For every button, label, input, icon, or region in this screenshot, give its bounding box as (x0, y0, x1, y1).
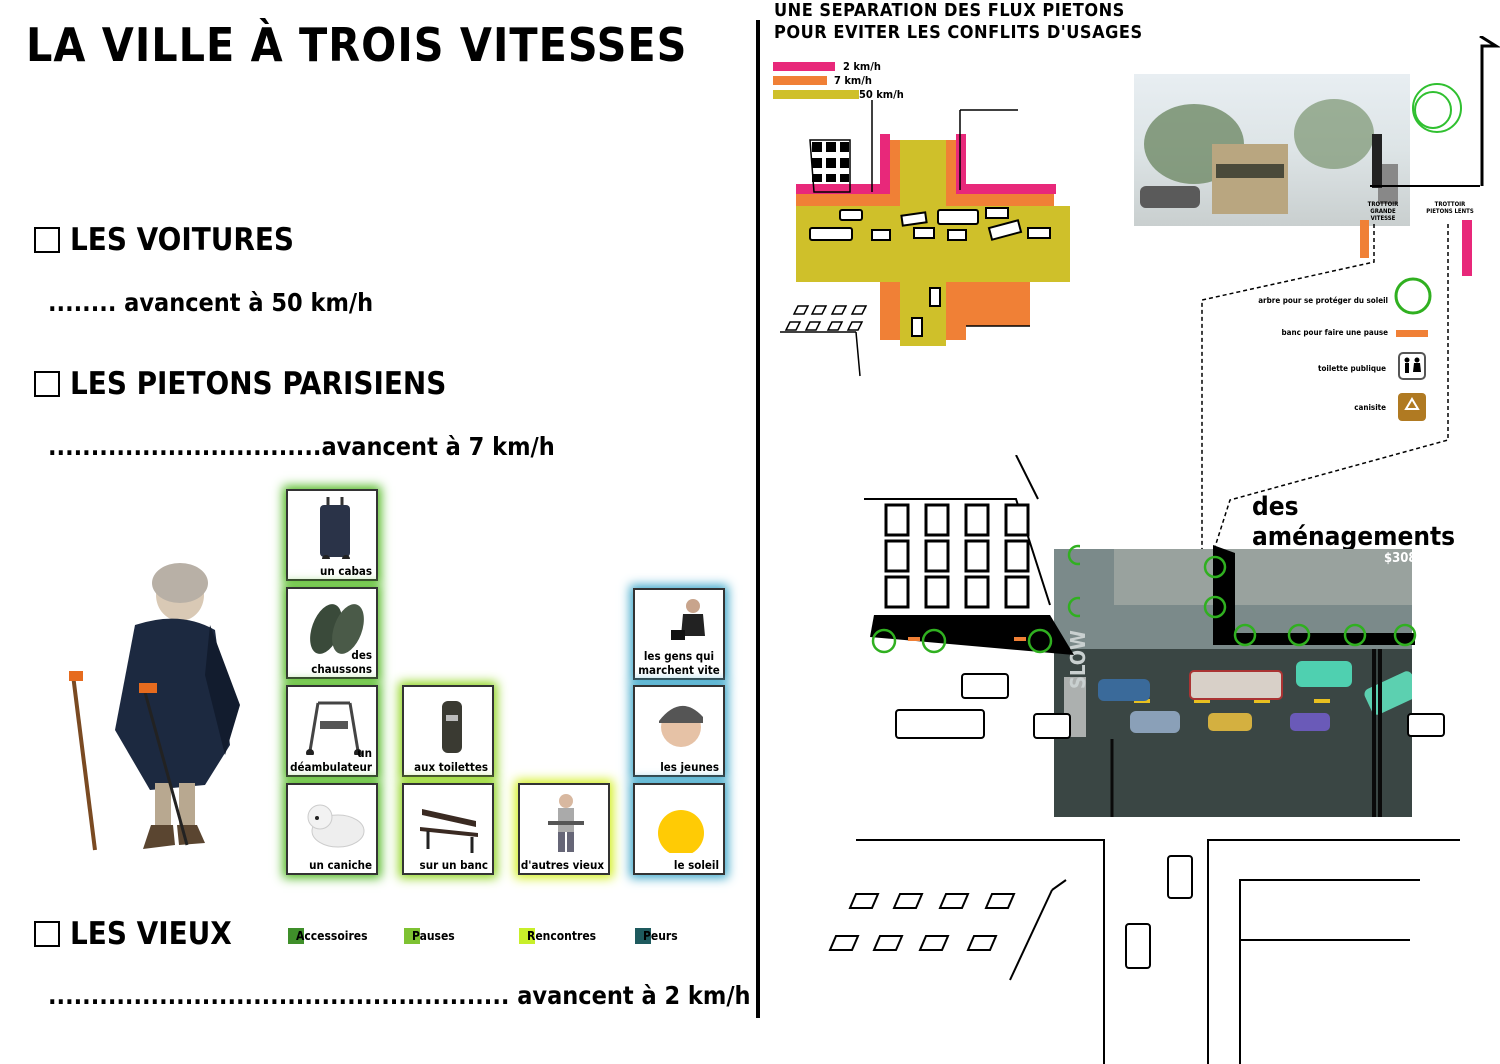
page-title: LA VILLE À TROIS VITESSES (26, 18, 688, 72)
trolley-bag-icon (320, 497, 350, 559)
legend-swatch (519, 928, 535, 944)
legend-banc-label: banc pour faire une pause (1281, 328, 1388, 337)
card-cabas-label: un cabas (320, 564, 372, 578)
right-title-line1: UNE SEPARATION DES FLUX PIETONS (774, 0, 1125, 21)
speed-label-7: 7 km/h (834, 74, 872, 87)
legend-pauses: Pauses (404, 928, 455, 944)
section-voitures-label: LES VOITURES (70, 222, 295, 258)
sun-icon (658, 810, 704, 853)
section-vieux-label: LES VIEUX (70, 916, 232, 952)
trottoir-lent-bar (1462, 220, 1472, 276)
game-money: $308 (1384, 551, 1417, 566)
section-pietons-label: LES PIETONS PARISIENS (70, 366, 447, 402)
speed-pietons: ................................avancent… (48, 432, 555, 461)
trottoir-lent-label: TROTTOIR PIETONS LENTS (1426, 201, 1474, 215)
dashed-connectors (1201, 224, 1449, 551)
section-vieux: LES VIEUX (34, 916, 232, 952)
card-banc-label: sur un banc (419, 858, 488, 872)
card-banc[interactable]: sur un banc (402, 783, 494, 875)
slippers-icon (310, 604, 364, 654)
walker-icon (306, 701, 362, 755)
building-block-right (1203, 545, 1417, 647)
card-chaussons[interactable]: des chaussons (286, 587, 378, 679)
bench-icon (420, 809, 478, 853)
legend-arbre-label: arbre pour se protéger du soleil (1258, 296, 1388, 305)
legend-accessoires: Accessoires (288, 928, 368, 944)
legend-peurs-label: Peurs (643, 929, 678, 943)
panel-divider (756, 20, 760, 1018)
speed-vieux: ........................................… (48, 981, 751, 1010)
card-deambulateur-label: un déambulateur (290, 746, 372, 774)
checkbox-pietons[interactable] (34, 371, 60, 397)
card-marchent[interactable]: les gens qui marchent vite (633, 588, 725, 680)
building-block-left (864, 455, 1080, 655)
card-caniche-label: un caniche (309, 858, 372, 872)
trottoir-rapide-bar (1360, 220, 1369, 258)
card-vieux[interactable]: d'autres vieux (518, 783, 610, 875)
checkbox-voitures[interactable] (34, 227, 60, 253)
card-chaussons-label: des chaussons (311, 648, 372, 676)
card-jeunes[interactable]: les jeunes (633, 685, 725, 777)
speed-swatch-50 (773, 90, 859, 99)
card-toilettes-label: aux toilettes (414, 760, 488, 774)
legend-toilette-label: toilette publique (1318, 364, 1386, 373)
bench-icon (1396, 330, 1428, 337)
legend-rencontres-label: Rencontres (527, 929, 597, 943)
speed-label-50: 50 km/h (859, 88, 904, 101)
legend-accessoires-label: Accessoires (296, 929, 368, 943)
legend-rencontres: Rencontres (519, 928, 596, 944)
street-plan-outline (828, 673, 1460, 1064)
old-woman-image (69, 563, 240, 851)
tree-icon-photo (1409, 82, 1462, 133)
speed-swatch-7 (773, 76, 827, 85)
recycle-icon (1398, 393, 1426, 421)
right-title: UNE SEPARATION DES FLUX PIETONS POUR EVI… (774, 0, 1143, 44)
legend-swatch (635, 928, 651, 944)
trottoir-rapide-label: TROTTOIR GRANDE VITESSE (1367, 201, 1399, 222)
businessman-icon (671, 599, 705, 640)
legend-peurs: Peurs (635, 928, 678, 944)
legend-pauses-label: Pauses (412, 929, 455, 943)
right-title-line2: POUR EVITER LES CONFLITS D'USAGES (774, 22, 1143, 43)
young-person-icon (659, 705, 703, 747)
card-vieux-label: d'autres vieux (520, 858, 604, 872)
legend-swatch (404, 928, 420, 944)
trottoir-markers (1370, 36, 1500, 187)
card-cabas[interactable]: un cabas (286, 489, 378, 581)
street-photo (1134, 74, 1410, 226)
speed-swatch-2 (773, 62, 835, 71)
legend-swatch (288, 928, 304, 944)
amenagements-title: des aménagements (1252, 492, 1456, 552)
speed-label-2: 2 km/h (843, 60, 881, 73)
elderly-man-icon (548, 794, 584, 852)
card-marchent-label: les gens qui marchent vite (638, 649, 720, 677)
speed-legend: 2 km/h 7 km/h 50 km/h (773, 60, 973, 101)
toilet-booth-icon (442, 701, 462, 753)
card-soleil[interactable]: le soleil (633, 783, 725, 875)
section-pietons: LES PIETONS PARISIENS (34, 366, 446, 402)
card-caniche[interactable]: un caniche (286, 783, 378, 875)
card-toilettes[interactable]: aux toilettes (402, 685, 494, 777)
cable-car-scene (1140, 99, 1398, 214)
legend-canisite-label: canisite (1354, 403, 1386, 412)
card-deambulateur[interactable]: un déambulateur (286, 685, 378, 777)
section-voitures: LES VOITURES (34, 222, 294, 258)
poodle-icon (307, 804, 365, 848)
card-jeunes-label: les jeunes (660, 760, 719, 774)
speed-voitures: ........ avancent à 50 km/h (48, 288, 374, 317)
card-soleil-label: le soleil (673, 858, 719, 872)
tree-icon (1394, 277, 1432, 315)
toilet-icon (1398, 352, 1426, 380)
intersection-diagram (780, 100, 1070, 377)
checkbox-vieux[interactable] (34, 921, 60, 947)
